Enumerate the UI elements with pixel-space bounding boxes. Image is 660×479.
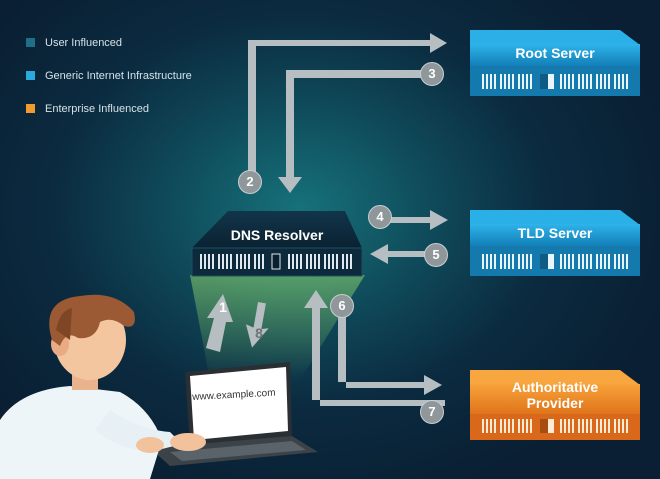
dns-resolver-label: DNS Resolver [230,227,324,243]
user-person [0,294,206,479]
legend-label: User Influenced [45,36,123,49]
step-8-label: 8 [255,325,263,341]
authoritative-provider-label-line2: Provider [526,395,584,411]
root-server-label: Root Server [515,45,595,61]
arrows [206,33,448,406]
arrow-query-tld [373,210,448,230]
tld-server-label: TLD Server [517,225,593,241]
legend: User Influenced Generic Internet Infrast… [26,26,192,125]
legend-swatch [26,71,35,80]
legend-item-generic-infrastructure: Generic Internet Infrastructure [26,59,192,92]
step-1-label: 1 [219,299,227,315]
authoritative-provider-server [470,370,640,440]
arrow-query-root [248,33,447,183]
legend-item-user-influenced: User Influenced [26,26,192,59]
tld-server [470,210,640,276]
step-2-badge: 2 [238,170,262,194]
arrow-user-response [245,302,269,348]
arrow-user-query [206,294,233,352]
legend-swatch [26,104,35,113]
arrow-query-authoritative [338,300,442,395]
authoritative-provider-label-line1: Authoritative [511,379,599,395]
step-6-badge: 6 [330,294,354,318]
legend-label: Enterprise Influenced [45,102,149,115]
legend-swatch [26,38,35,47]
root-server [470,30,640,96]
dns-resolver-server [191,211,363,277]
step-3-badge: 3 [420,62,444,86]
arrow-response-tld [370,244,445,264]
arrow-response-root [278,70,440,193]
step-4-badge: 4 [368,205,392,229]
step-5-badge: 5 [424,243,448,267]
legend-item-enterprise-influenced: Enterprise Influenced [26,92,192,125]
laptop [150,362,318,466]
arrow-response-authoritative [304,290,445,406]
legend-label: Generic Internet Infrastructure [45,69,192,82]
step-7-badge: 7 [420,400,444,424]
